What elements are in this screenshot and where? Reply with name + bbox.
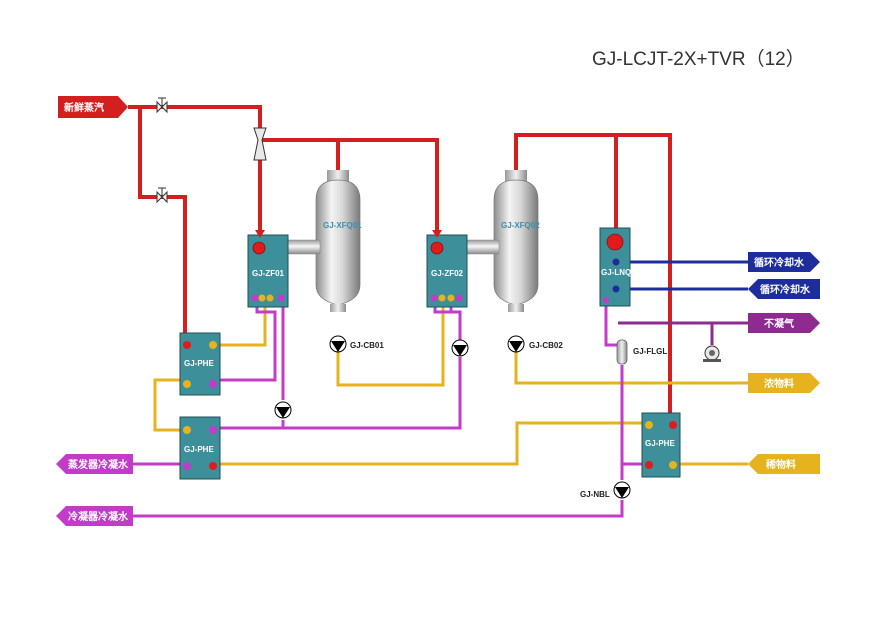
stream-fresh-steam: 新鲜蒸汽 xyxy=(58,96,128,118)
xfq02-label: GJ-XFQ02 xyxy=(501,221,540,230)
pump-condensate-2[interactable] xyxy=(274,401,292,419)
diagram-title: GJ-LCJT-2X+TVR（12） xyxy=(592,48,805,70)
condensate-lines xyxy=(133,306,645,518)
flgl-label: GJ-FLGL xyxy=(633,347,667,356)
noncondensable-line xyxy=(618,321,748,345)
stream-condenser-condensate: 冷凝器冷凝水 xyxy=(56,506,133,526)
vacuum-pump[interactable] xyxy=(703,345,721,362)
stream-evaporator-condensate: 蒸发器冷凝水 xyxy=(56,454,133,474)
stream-cooling-water-supply: 循环冷却水 xyxy=(748,252,820,272)
cooling-water-lines xyxy=(616,260,748,291)
phe-top-label: GJ-PHE xyxy=(184,359,214,368)
fresh-steam-label: 新鲜蒸汽 xyxy=(64,101,104,114)
stream-noncondensable: 不凝气 xyxy=(748,313,820,333)
tvr-ejector[interactable] xyxy=(253,127,267,161)
phe-right-label: GJ-PHE xyxy=(645,439,675,448)
cooling-supply-label: 循环冷却水 xyxy=(754,256,805,269)
pump-nbl[interactable]: GJ-NBL xyxy=(580,481,631,499)
pump-cb01[interactable]: GJ-CB01 xyxy=(329,335,384,353)
dilute-feed-label: 稀物料 xyxy=(766,458,796,471)
stream-concentrate: 浓物料 xyxy=(748,373,820,393)
cooling-return-label: 循环冷却水 xyxy=(760,283,811,296)
lnq-label: GJ-LNQ xyxy=(601,268,631,277)
zf01-label: GJ-ZF01 xyxy=(252,269,285,278)
stream-dilute-feed: 稀物料 xyxy=(748,454,820,474)
separator-flgl[interactable]: GJ-FLGL xyxy=(616,339,667,365)
condenser-lnq[interactable]: GJ-LNQ xyxy=(599,227,631,307)
concentrate-label: 浓物料 xyxy=(764,377,794,390)
noncondensable-label: 不凝气 xyxy=(764,317,794,330)
evaporator-zf01[interactable]: GJ-ZF01 xyxy=(247,234,289,308)
separator-xfq01[interactable]: GJ-XFQ01 xyxy=(315,170,362,312)
phe-right[interactable]: GJ-PHE xyxy=(641,412,681,478)
valve-steam-1[interactable] xyxy=(156,97,168,114)
phe-top[interactable]: GJ-PHE xyxy=(179,332,221,396)
xfq01-label: GJ-XFQ01 xyxy=(323,221,362,230)
pump-cb02[interactable]: GJ-CB02 xyxy=(507,335,563,353)
cb02-label: GJ-CB02 xyxy=(529,341,563,350)
stream-cooling-water-return: 循环冷却水 xyxy=(748,279,820,299)
separator-xfq02[interactable]: GJ-XFQ02 xyxy=(493,170,540,312)
evap-condensate-label: 蒸发器冷凝水 xyxy=(68,458,129,471)
cond-condensate-label: 冷凝器冷凝水 xyxy=(68,510,129,523)
nbl-label: GJ-NBL xyxy=(580,490,610,499)
zf02-label: GJ-ZF02 xyxy=(431,269,464,278)
phe-bottom-label: GJ-PHE xyxy=(184,445,214,454)
cb01-label: GJ-CB01 xyxy=(350,341,384,350)
pump-condensate-1[interactable] xyxy=(451,339,469,357)
valve-steam-2[interactable] xyxy=(156,187,168,204)
product-lines xyxy=(153,306,748,466)
steam-arrow-zf01 xyxy=(255,230,265,238)
evaporator-zf02[interactable]: GJ-ZF02 xyxy=(426,234,468,308)
steam-arrow-zf02 xyxy=(432,230,442,238)
phe-bottom[interactable]: GJ-PHE xyxy=(179,416,221,480)
